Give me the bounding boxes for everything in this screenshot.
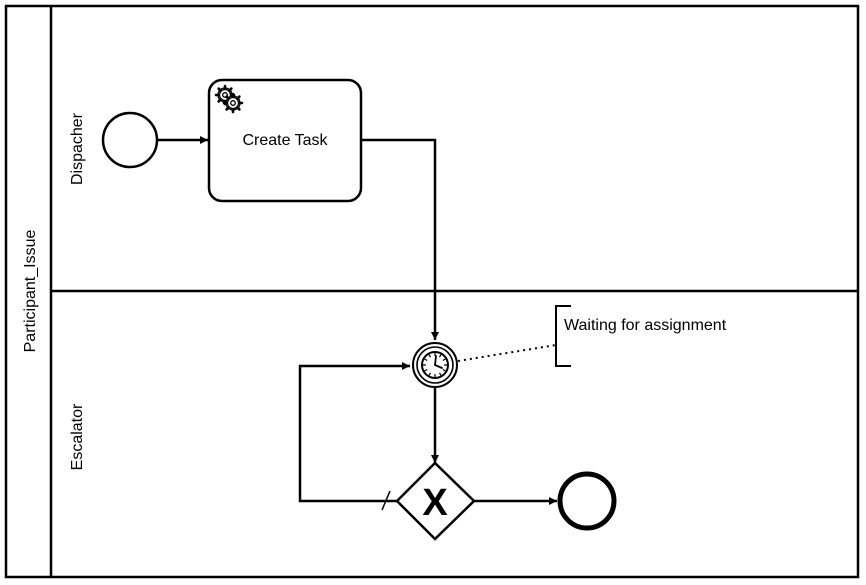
annotation-text: Waiting for assignment <box>564 317 727 334</box>
association-line[interactable] <box>457 344 557 362</box>
end-event[interactable] <box>557 471 617 531</box>
task-label: Create Task <box>242 132 328 149</box>
pool-label: Participant_Issue <box>22 230 39 353</box>
create-task[interactable]: Create Task <box>207 78 363 203</box>
gears-icon <box>214 84 244 114</box>
clock-icon <box>421 351 449 379</box>
lane-label-dispacher: Dispacher <box>69 112 86 185</box>
text-annotation[interactable]: Waiting for assignment <box>555 305 727 367</box>
flow-gateway-to-timer-default[interactable] <box>298 362 410 503</box>
start-event[interactable] <box>101 111 159 169</box>
lane-dispacher[interactable]: Dispacher <box>69 112 86 185</box>
timer-event[interactable] <box>412 342 458 388</box>
flow-task-to-timer[interactable] <box>361 138 439 340</box>
annotation-bracket <box>555 305 571 367</box>
lane-escalator[interactable]: Escalator <box>69 403 86 470</box>
sequence-flows <box>158 136 557 511</box>
exclusive-gateway[interactable]: X <box>395 461 476 541</box>
lane-label-escalator: Escalator <box>69 403 86 470</box>
gateway-marker: X <box>422 482 448 524</box>
default-flow-marker <box>381 490 391 511</box>
